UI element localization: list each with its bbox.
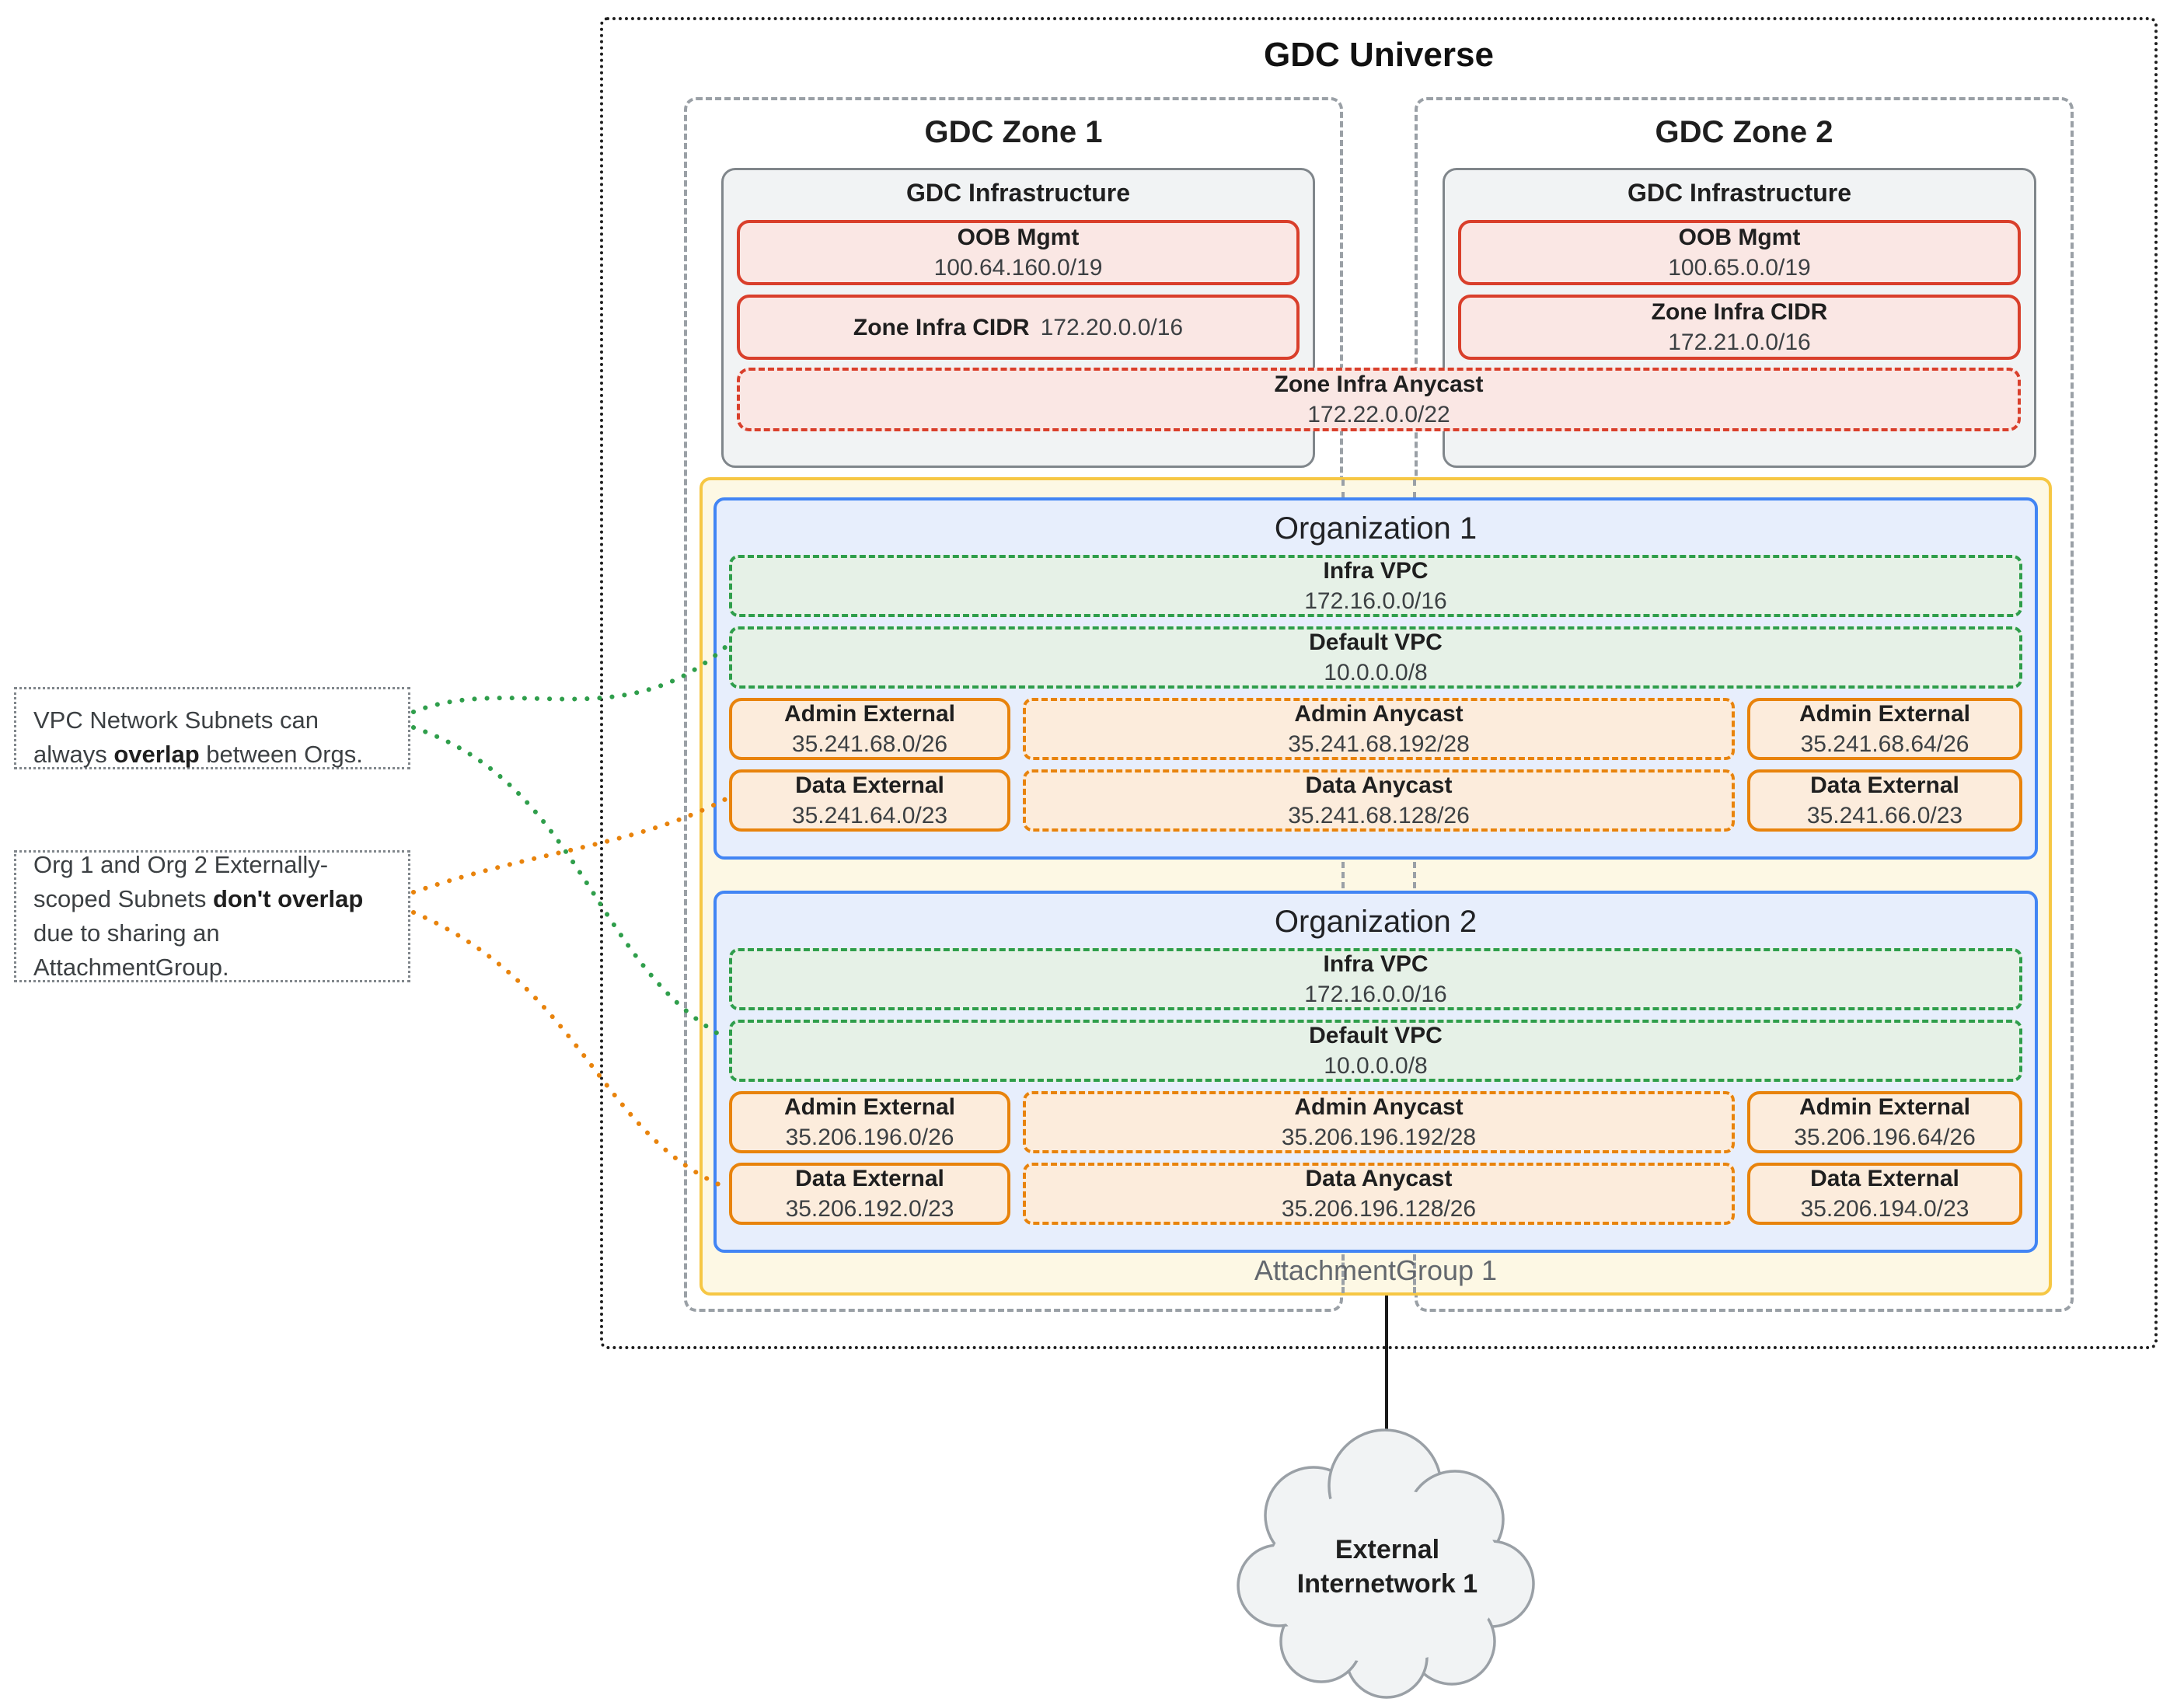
default-vpc-box-org1: Default VPC 10.0.0.0/8 (729, 626, 2022, 689)
default-vpc-label-org1: Default VPC (1309, 630, 1443, 655)
admin-anycast-org2: Admin Anycast 35.206.196.192/28 (1023, 1091, 1735, 1153)
data-external-right-cidr-org2: 35.206.194.0/23 (1800, 1196, 1969, 1222)
data-external-right-org1: Data External 35.241.66.0/23 (1747, 769, 2022, 832)
default-vpc-label-org2: Default VPC (1309, 1023, 1443, 1048)
infra-vpc-label-org2: Infra VPC (1323, 951, 1429, 977)
admin-anycast-cidr-org2: 35.206.196.192/28 (1281, 1125, 1477, 1150)
annotation-overlap-text: VPC Network Subnets can always overlap b… (33, 706, 363, 769)
data-external-left-label-org2: Data External (795, 1166, 944, 1191)
external-internetwork-label: External Internetwork 1 (1267, 1533, 1508, 1601)
admin-external-right-cidr-org2: 35.206.196.64/26 (1794, 1125, 1976, 1150)
gdc-universe-title: GDC Universe (1264, 36, 1494, 74)
data-anycast-cidr-org2: 35.206.196.128/26 (1281, 1196, 1477, 1222)
data-external-left-org2: Data External 35.206.192.0/23 (729, 1163, 1010, 1225)
annotation-no-overlap-box: Org 1 and Org 2 Externally-scoped Subnet… (14, 850, 410, 982)
zone-infra-cidr-value-zone1: 172.20.0.0/16 (1040, 314, 1184, 340)
zone-infra-anycast-label: Zone Infra Anycast (1274, 371, 1484, 397)
external-internetwork-label-line1: External (1334, 1535, 1440, 1564)
annotation-no-overlap-text: Org 1 and Org 2 Externally-scoped Subnet… (33, 850, 364, 982)
default-vpc-box-org2: Default VPC 10.0.0.0/8 (729, 1020, 2022, 1082)
oob-mgmt-label-zone2: OOB Mgmt (1678, 225, 1801, 250)
admin-external-left-org2: Admin External 35.206.196.0/26 (729, 1091, 1010, 1153)
infra-vpc-label-org1: Infra VPC (1323, 558, 1429, 584)
zone-infra-anycast-box: Zone Infra Anycast 172.22.0.0/22 (737, 368, 2021, 431)
oob-mgmt-cidr-zone1: 100.64.160.0/19 (933, 255, 1103, 281)
oob-mgmt-box-zone2: OOB Mgmt 100.65.0.0/19 (1458, 220, 2021, 285)
zone-infra-anycast-cidr: 172.22.0.0/22 (1307, 402, 1450, 427)
data-external-left-cidr-org1: 35.241.64.0/23 (791, 803, 948, 828)
infra-vpc-box-org2: Infra VPC 172.16.0.0/16 (729, 948, 2022, 1010)
data-external-right-label-org1: Data External (1810, 773, 1959, 798)
infra-vpc-cidr-org1: 172.16.0.0/16 (1304, 588, 1447, 614)
zone-2-border-stub-mid (1413, 862, 1416, 888)
oob-mgmt-box-zone1: OOB Mgmt 100.64.160.0/19 (737, 220, 1300, 285)
admin-external-left-cidr-org2: 35.206.196.0/26 (785, 1125, 954, 1150)
data-anycast-label-org2: Data Anycast (1305, 1166, 1453, 1191)
zone-2-border-stub-bottom (1413, 1254, 1416, 1293)
zone-1-border-stub-top (1341, 480, 1345, 498)
admin-external-right-label-org2: Admin External (1798, 1094, 1971, 1120)
default-vpc-cidr-org2: 10.0.0.0/8 (1324, 1053, 1428, 1079)
annotation-overlap-box: VPC Network Subnets can always overlap b… (14, 687, 410, 769)
data-external-left-cidr-org2: 35.206.192.0/23 (785, 1196, 954, 1222)
data-anycast-org2: Data Anycast 35.206.196.128/26 (1023, 1163, 1735, 1225)
admin-external-left-org1: Admin External 35.241.68.0/26 (729, 698, 1010, 760)
admin-external-right-label-org1: Admin External (1798, 701, 1971, 727)
zone-infra-cidr-value-zone2: 172.21.0.0/16 (1668, 330, 1811, 355)
admin-external-right-cidr-org1: 35.241.68.64/26 (1800, 731, 1969, 757)
data-external-left-org1: Data External 35.241.64.0/23 (729, 769, 1010, 832)
zone-infra-cidr-box-zone1: Zone Infra CIDR 172.20.0.0/16 (737, 295, 1300, 360)
zone-1-border-stub-bottom (1341, 1254, 1345, 1293)
admin-external-right-org2: Admin External 35.206.196.64/26 (1747, 1091, 2022, 1153)
admin-anycast-cidr-org1: 35.241.68.192/28 (1288, 731, 1470, 757)
admin-anycast-org1: Admin Anycast 35.241.68.192/28 (1023, 698, 1735, 760)
zone-2-title: GDC Zone 2 (1655, 115, 1833, 149)
admin-anycast-label-org1: Admin Anycast (1294, 701, 1464, 727)
infra-vpc-cidr-org2: 172.16.0.0/16 (1304, 982, 1447, 1007)
admin-external-left-label-org1: Admin External (783, 701, 956, 727)
data-external-right-label-org2: Data External (1810, 1166, 1959, 1191)
attachment-group-label: AttachmentGroup 1 (1254, 1254, 1498, 1286)
external-internetwork-label-line2: Internetwork 1 (1296, 1569, 1478, 1599)
org-1-title: Organization 1 (1274, 511, 1478, 546)
data-external-right-org2: Data External 35.206.194.0/23 (1747, 1163, 2022, 1225)
data-anycast-label-org1: Data Anycast (1305, 773, 1453, 798)
zone-2-infrastructure-title: GDC Infrastructure (1627, 179, 1852, 207)
admin-anycast-label-org2: Admin Anycast (1294, 1094, 1464, 1120)
zone-1-title: GDC Zone 1 (924, 115, 1103, 149)
admin-external-left-label-org2: Admin External (783, 1094, 956, 1120)
zone-infra-cidr-label-zone2: Zone Infra CIDR (1651, 299, 1828, 325)
zone-1-infrastructure-title: GDC Infrastructure (905, 179, 1131, 207)
oob-mgmt-label-zone1: OOB Mgmt (957, 225, 1080, 250)
org-2-title: Organization 2 (1274, 905, 1478, 939)
data-external-left-label-org1: Data External (795, 773, 944, 798)
data-external-right-cidr-org1: 35.241.66.0/23 (1806, 803, 1963, 828)
oob-mgmt-cidr-zone2: 100.65.0.0/19 (1668, 255, 1811, 281)
default-vpc-cidr-org1: 10.0.0.0/8 (1324, 660, 1428, 685)
zone-infra-cidr-label-zone1: Zone Infra CIDR (853, 314, 1030, 340)
data-anycast-org1: Data Anycast 35.241.68.128/26 (1023, 769, 1735, 832)
zone-1-border-stub-mid (1341, 862, 1345, 888)
admin-external-left-cidr-org1: 35.241.68.0/26 (791, 731, 948, 757)
admin-external-right-org1: Admin External 35.241.68.64/26 (1747, 698, 2022, 760)
infra-vpc-box-org1: Infra VPC 172.16.0.0/16 (729, 555, 2022, 617)
zone-infra-cidr-box-zone2: Zone Infra CIDR 172.21.0.0/16 (1458, 295, 2021, 360)
zone-2-border-stub-top (1413, 480, 1416, 498)
data-anycast-cidr-org1: 35.241.68.128/26 (1288, 803, 1470, 828)
